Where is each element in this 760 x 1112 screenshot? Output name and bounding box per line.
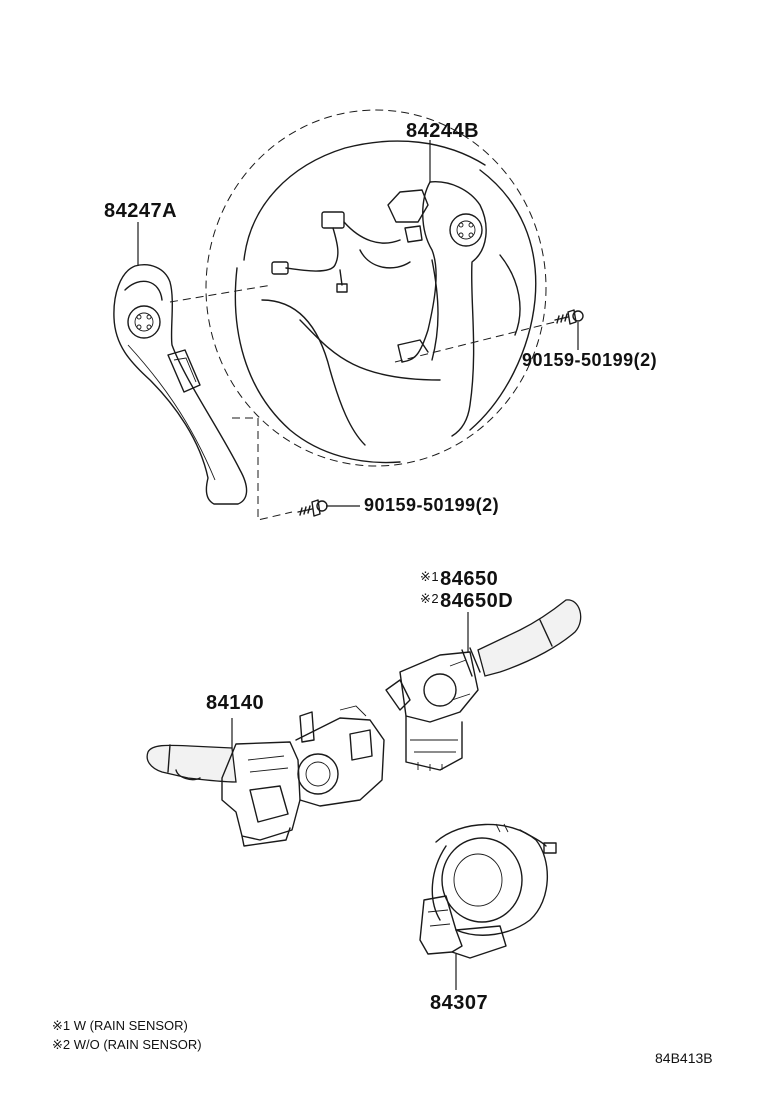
assembly-lines-upper	[169, 284, 556, 521]
steering-wheel-outline	[205, 109, 547, 467]
part-number-84650D: 84650D	[440, 590, 514, 612]
part-label-84650D[interactable]: ※284650D	[420, 590, 513, 613]
wiper-switch-84650	[385, 599, 582, 771]
note-marker-1: ※1	[420, 569, 440, 584]
screw-upper-icon	[554, 309, 584, 325]
combination-switch-84140	[146, 705, 385, 847]
part-label-84247A[interactable]: 84247A	[104, 200, 178, 222]
part-label-90159-lower[interactable]: 90159-50199(2)	[364, 495, 500, 515]
part-label-84650[interactable]: ※184650	[420, 568, 498, 591]
part-label-84307[interactable]: 84307	[430, 992, 489, 1014]
switch-pad-84247A	[113, 264, 248, 505]
part-number-84650: 84650	[440, 568, 499, 590]
diagram-code: 84B413B	[655, 1050, 713, 1066]
part-label-84140[interactable]: 84140	[206, 692, 265, 714]
note-marker-2: ※2	[420, 591, 440, 606]
part-label-84244B[interactable]: 84244B	[406, 120, 480, 142]
wiring-harness	[271, 211, 411, 293]
screw-lower-icon	[297, 499, 328, 517]
leader-lines-lower	[231, 612, 469, 990]
spiral-cable-84307	[419, 823, 557, 959]
part-label-90159-upper[interactable]: 90159-50199(2)	[522, 350, 658, 370]
switch-pad-84244B	[387, 181, 487, 437]
footnote-2: ※2 W/O (RAIN SENSOR)	[52, 1037, 202, 1052]
leader-lines-upper	[137, 140, 579, 507]
footnote-1: ※1 W (RAIN SENSOR)	[52, 1018, 188, 1033]
